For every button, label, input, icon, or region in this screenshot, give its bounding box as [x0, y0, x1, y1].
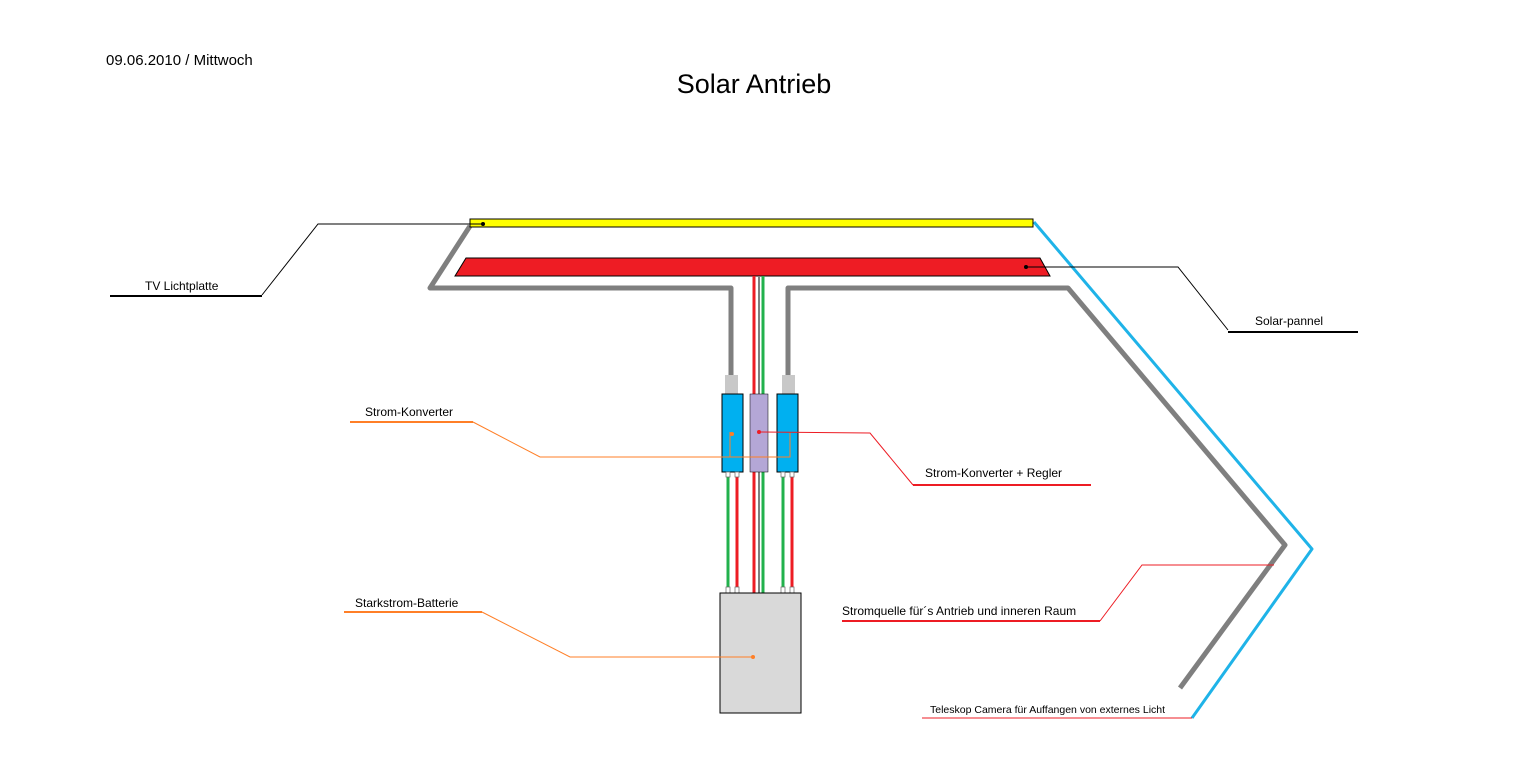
converter-label: Strom-Konverter	[365, 405, 453, 419]
battery-dot	[751, 655, 755, 659]
tv-light-panel	[469, 218, 1034, 228]
converter-leader-right	[730, 432, 791, 458]
power-source-label: Stromquelle für´s Antrieb und inneren Ra…	[842, 604, 1076, 618]
solar-panel-dot	[1024, 265, 1028, 269]
telescope-label: Teleskop Camera für Auffangen von extern…	[930, 704, 1165, 716]
regulator-dot	[757, 430, 761, 434]
solar-panel	[454, 257, 1051, 277]
telescope-light-line	[1032, 221, 1314, 719]
date-label: 09.06.2010 / Mittwoch	[106, 52, 253, 69]
power-source-leader	[1099, 564, 1274, 622]
tv-panel-dot	[481, 222, 485, 226]
converter-dot	[730, 432, 734, 436]
converter-output-wires	[725, 471, 795, 594]
battery	[719, 592, 802, 714]
regulator-leader	[758, 431, 914, 486]
converter-right-plug	[782, 375, 795, 394]
solar-panel-leader	[1026, 266, 1229, 331]
tv-panel-label: TV Lichtplatte	[145, 279, 219, 293]
gray-cable-left	[427, 224, 734, 375]
regulator-label: Strom-Konverter + Regler	[925, 466, 1062, 480]
solar-panel-label: Solar-pannel	[1255, 314, 1323, 328]
gray-cable-right	[785, 285, 1288, 690]
diagram-title: Solar Antrieb	[676, 69, 832, 99]
converter-right	[776, 393, 799, 473]
battery-leader	[481, 611, 753, 658]
center-wires	[752, 276, 765, 594]
converter-leader	[472, 421, 731, 458]
battery-label: Starkstrom-Batterie	[355, 596, 459, 610]
tv-panel-leader	[261, 223, 483, 296]
converter-left-plug	[725, 375, 738, 394]
